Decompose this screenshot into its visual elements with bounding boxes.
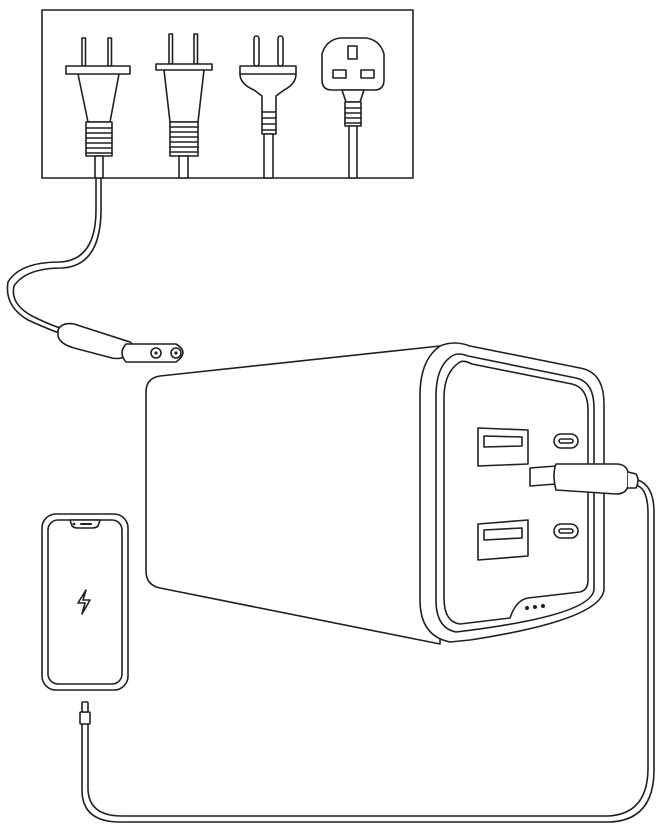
indicator-light bbox=[533, 605, 537, 609]
indicator-light bbox=[541, 604, 545, 608]
usb-a-port-bottom bbox=[477, 519, 529, 561]
lightning-connector bbox=[79, 711, 91, 725]
plug-type-b-icon bbox=[155, 33, 213, 179]
plug-types-panel bbox=[41, 9, 414, 179]
plug-type-c-icon bbox=[239, 35, 297, 179]
usb-a-plug bbox=[529, 465, 557, 487]
power-station-body bbox=[145, 345, 441, 645]
usb-c-port-bottom bbox=[553, 523, 579, 539]
usb-c-port-top bbox=[553, 433, 579, 449]
indicator-lights bbox=[525, 604, 545, 610]
power-station bbox=[145, 342, 605, 645]
ac-power-cable bbox=[6, 177, 184, 363]
smartphone bbox=[41, 513, 129, 691]
plug-type-a-icon bbox=[65, 37, 131, 179]
front-face bbox=[443, 360, 589, 625]
indicator-light bbox=[525, 606, 529, 610]
usb-charging-cable bbox=[79, 463, 655, 823]
usb-a-port-top bbox=[477, 427, 529, 467]
plug-type-g-icon bbox=[321, 37, 385, 179]
lightning-bolt-icon bbox=[77, 589, 91, 615]
usb-plug-housing bbox=[553, 463, 629, 495]
